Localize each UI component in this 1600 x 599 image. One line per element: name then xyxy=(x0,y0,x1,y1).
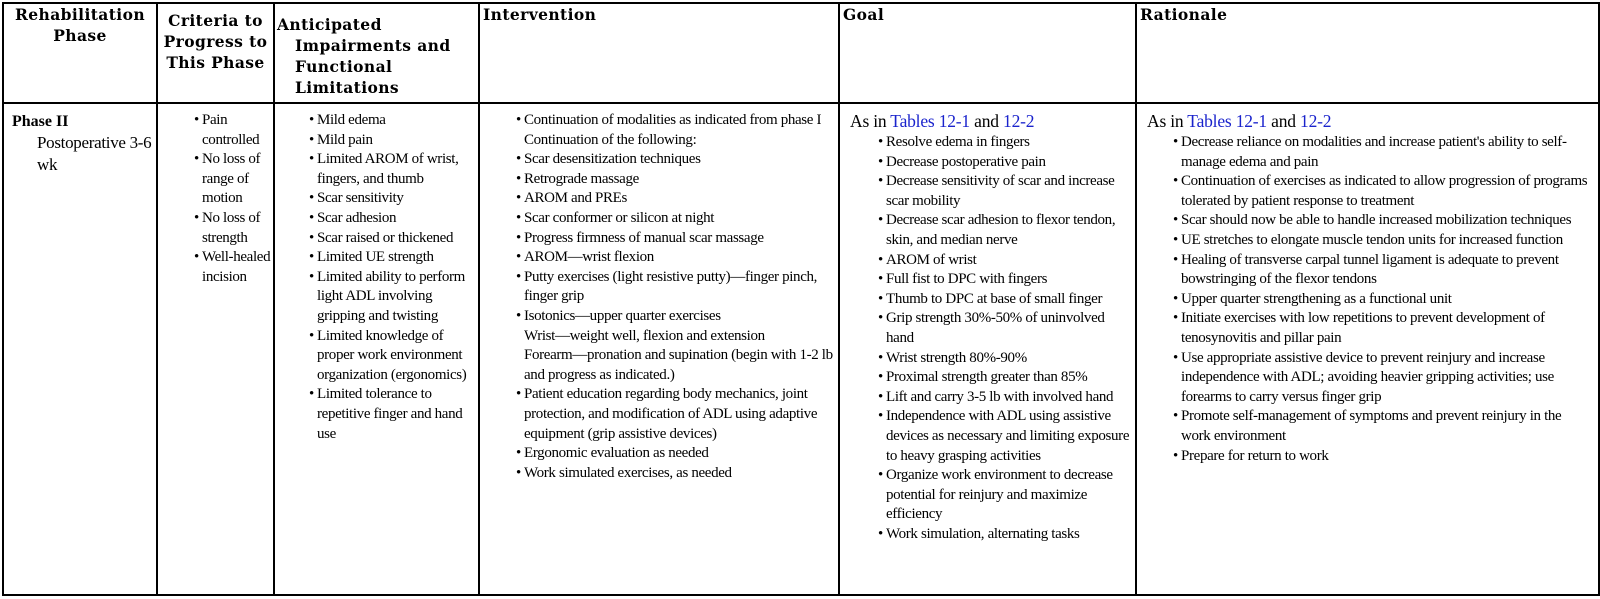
goal-list: Resolve edema in fingers Decrease postop… xyxy=(850,133,1131,544)
rationale-cell: As in Tables 12-1 and 12-2 Decrease reli… xyxy=(1135,102,1600,596)
header-intervention: Intervention xyxy=(478,2,840,104)
intervention-list: Scar desensitization techniques Retrogra… xyxy=(516,150,834,326)
list-item: Prepare for return to work xyxy=(1173,447,1594,467)
intervention-cell: Continuation of modalities as indicated … xyxy=(478,102,840,596)
list-item: Scar should now be able to handle increa… xyxy=(1173,211,1594,231)
list-item: Retrograde massage xyxy=(516,170,834,190)
list-item: Upper quarter strengthening as a functio… xyxy=(1173,290,1594,310)
and-text: and xyxy=(1271,111,1296,131)
list-item: Limited AROM of wrist, fingers, and thum… xyxy=(309,150,476,189)
goal-reference: As in Tables 12-1 and 12-2 xyxy=(850,110,1131,133)
list-item: Healing of transverse carpal tunnel liga… xyxy=(1173,251,1594,290)
intervention-list: Continuation of modalities as indicated … xyxy=(516,111,834,131)
phase-cell: Phase II Postoperative 3-6 wk xyxy=(2,102,158,596)
list-item: Work simulation, alternating tasks xyxy=(878,525,1131,545)
header-criteria: Criteria to Progress to This Phase xyxy=(156,2,275,104)
rationale-list: Decrease reliance on modalities and incr… xyxy=(1147,133,1594,466)
intervention-continuation: Continuation of the following: xyxy=(524,131,697,148)
list-item: Ergonomic evaluation as needed xyxy=(516,444,834,464)
criteria-cell: Pain controlled No loss of range of moti… xyxy=(156,102,275,596)
header-impairments-line1: Anticipated xyxy=(277,15,382,34)
and-text: and xyxy=(974,111,999,131)
phase-row: Phase II Postoperative 3-6 wk Pain contr… xyxy=(2,102,1600,596)
list-item: Proximal strength greater than 85% xyxy=(878,368,1131,388)
link-tables-12-1[interactable]: Tables 12-1 xyxy=(890,111,970,131)
list-item: Scar desensitization techniques xyxy=(516,150,834,170)
as-in-text: As in xyxy=(1147,111,1184,131)
header-impairments: Anticipated Impairments and Functional L… xyxy=(273,2,480,104)
list-item: AROM—wrist flexion xyxy=(516,248,834,268)
list-item: Scar raised or thickened xyxy=(309,229,476,249)
list-item: Thumb to DPC at base of small finger xyxy=(878,290,1131,310)
list-item: Putty exercises (light resistive putty)—… xyxy=(516,268,834,307)
list-item: Patient education regarding body mechani… xyxy=(516,385,834,444)
list-item: AROM of wrist xyxy=(878,251,1131,271)
list-item: Limited tolerance to repetitive finger a… xyxy=(309,385,476,444)
impairments-cell: Mild edema Mild pain Limited AROM of wri… xyxy=(273,102,480,596)
list-item: Pain controlled xyxy=(194,111,273,150)
link-tables-12-1[interactable]: Tables 12-1 xyxy=(1187,111,1267,131)
list-item: Continuation of modalities as indicated … xyxy=(516,111,834,131)
link-table-12-2[interactable]: 12-2 xyxy=(1300,111,1332,131)
header-phase: Rehabilitation Phase xyxy=(2,2,158,104)
list-item: No loss of range of motion xyxy=(194,150,273,209)
list-item: Scar conformer or silicon at night xyxy=(516,209,834,229)
phase-subtitle: Postoperative 3-6 wk xyxy=(37,132,152,174)
list-item: AROM and PREs xyxy=(516,189,834,209)
list-item: Continuation of exercises as indicated t… xyxy=(1173,172,1594,211)
list-item: Decrease reliance on modalities and incr… xyxy=(1173,133,1594,172)
list-item: Progress firmness of manual scar massage xyxy=(516,229,834,249)
header-impairments-rest: Impairments and Functional Limitations xyxy=(295,36,451,97)
list-item: Decrease postoperative pain xyxy=(878,153,1131,173)
list-item: Independence with ADL using assistive de… xyxy=(878,407,1131,466)
list-item: Use appropriate assistive device to prev… xyxy=(1173,349,1594,408)
list-item: Full fist to DPC with fingers xyxy=(878,270,1131,290)
as-in-text: As in xyxy=(850,111,887,131)
rationale-reference: As in Tables 12-1 and 12-2 xyxy=(1147,110,1594,133)
list-item: UE stretches to elongate muscle tendon u… xyxy=(1173,231,1594,251)
header-row: Rehabilitation Phase Criteria to Progres… xyxy=(2,2,1600,104)
list-item: Well-healed incision xyxy=(194,248,273,287)
list-item: Scar sensitivity xyxy=(309,189,476,209)
list-item: Mild edema xyxy=(309,111,476,131)
list-item: No loss of strength xyxy=(194,209,273,248)
list-item: Work simulated exercises, as needed xyxy=(516,464,834,484)
list-item: Scar adhesion xyxy=(309,209,476,229)
list-item: Promote self-management of symptoms and … xyxy=(1173,407,1594,446)
list-item: Lift and carry 3-5 lb with involved hand xyxy=(878,388,1131,408)
goal-cell: As in Tables 12-1 and 12-2 Resolve edema… xyxy=(838,102,1137,596)
list-item: Wrist strength 80%-90% xyxy=(878,349,1131,369)
list-item: Organize work environment to decrease po… xyxy=(878,466,1131,525)
list-item: Resolve edema in fingers xyxy=(878,133,1131,153)
list-item: Initiate exercises with low repetitions … xyxy=(1173,309,1594,348)
intervention-wrist: Wrist—weight well, flexion and extension xyxy=(524,327,765,344)
list-item: Isotonics—upper quarter exercises xyxy=(516,307,834,327)
list-item: Limited UE strength xyxy=(309,248,476,268)
list-item: Grip strength 30%-50% of uninvolved hand xyxy=(878,309,1131,348)
header-goal: Goal xyxy=(838,2,1137,104)
header-rationale: Rationale xyxy=(1135,2,1600,104)
list-item: Limited ability to perform light ADL inv… xyxy=(309,268,476,327)
criteria-list: Pain controlled No loss of range of moti… xyxy=(194,111,273,287)
intervention-list: Patient education regarding body mechani… xyxy=(516,385,834,483)
list-item: Decrease scar adhesion to flexor tendon,… xyxy=(878,211,1131,250)
impairments-list: Mild edema Mild pain Limited AROM of wri… xyxy=(309,111,476,444)
list-item: Decrease sensitivity of scar and increas… xyxy=(878,172,1131,211)
list-item: Limited knowledge of proper work environ… xyxy=(309,327,476,386)
intervention-forearm: Forearm—pronation and supination (begin … xyxy=(524,347,833,383)
link-table-12-2[interactable]: 12-2 xyxy=(1003,111,1035,131)
list-item: Mild pain xyxy=(309,131,476,151)
phase-name: Phase II xyxy=(12,113,69,130)
